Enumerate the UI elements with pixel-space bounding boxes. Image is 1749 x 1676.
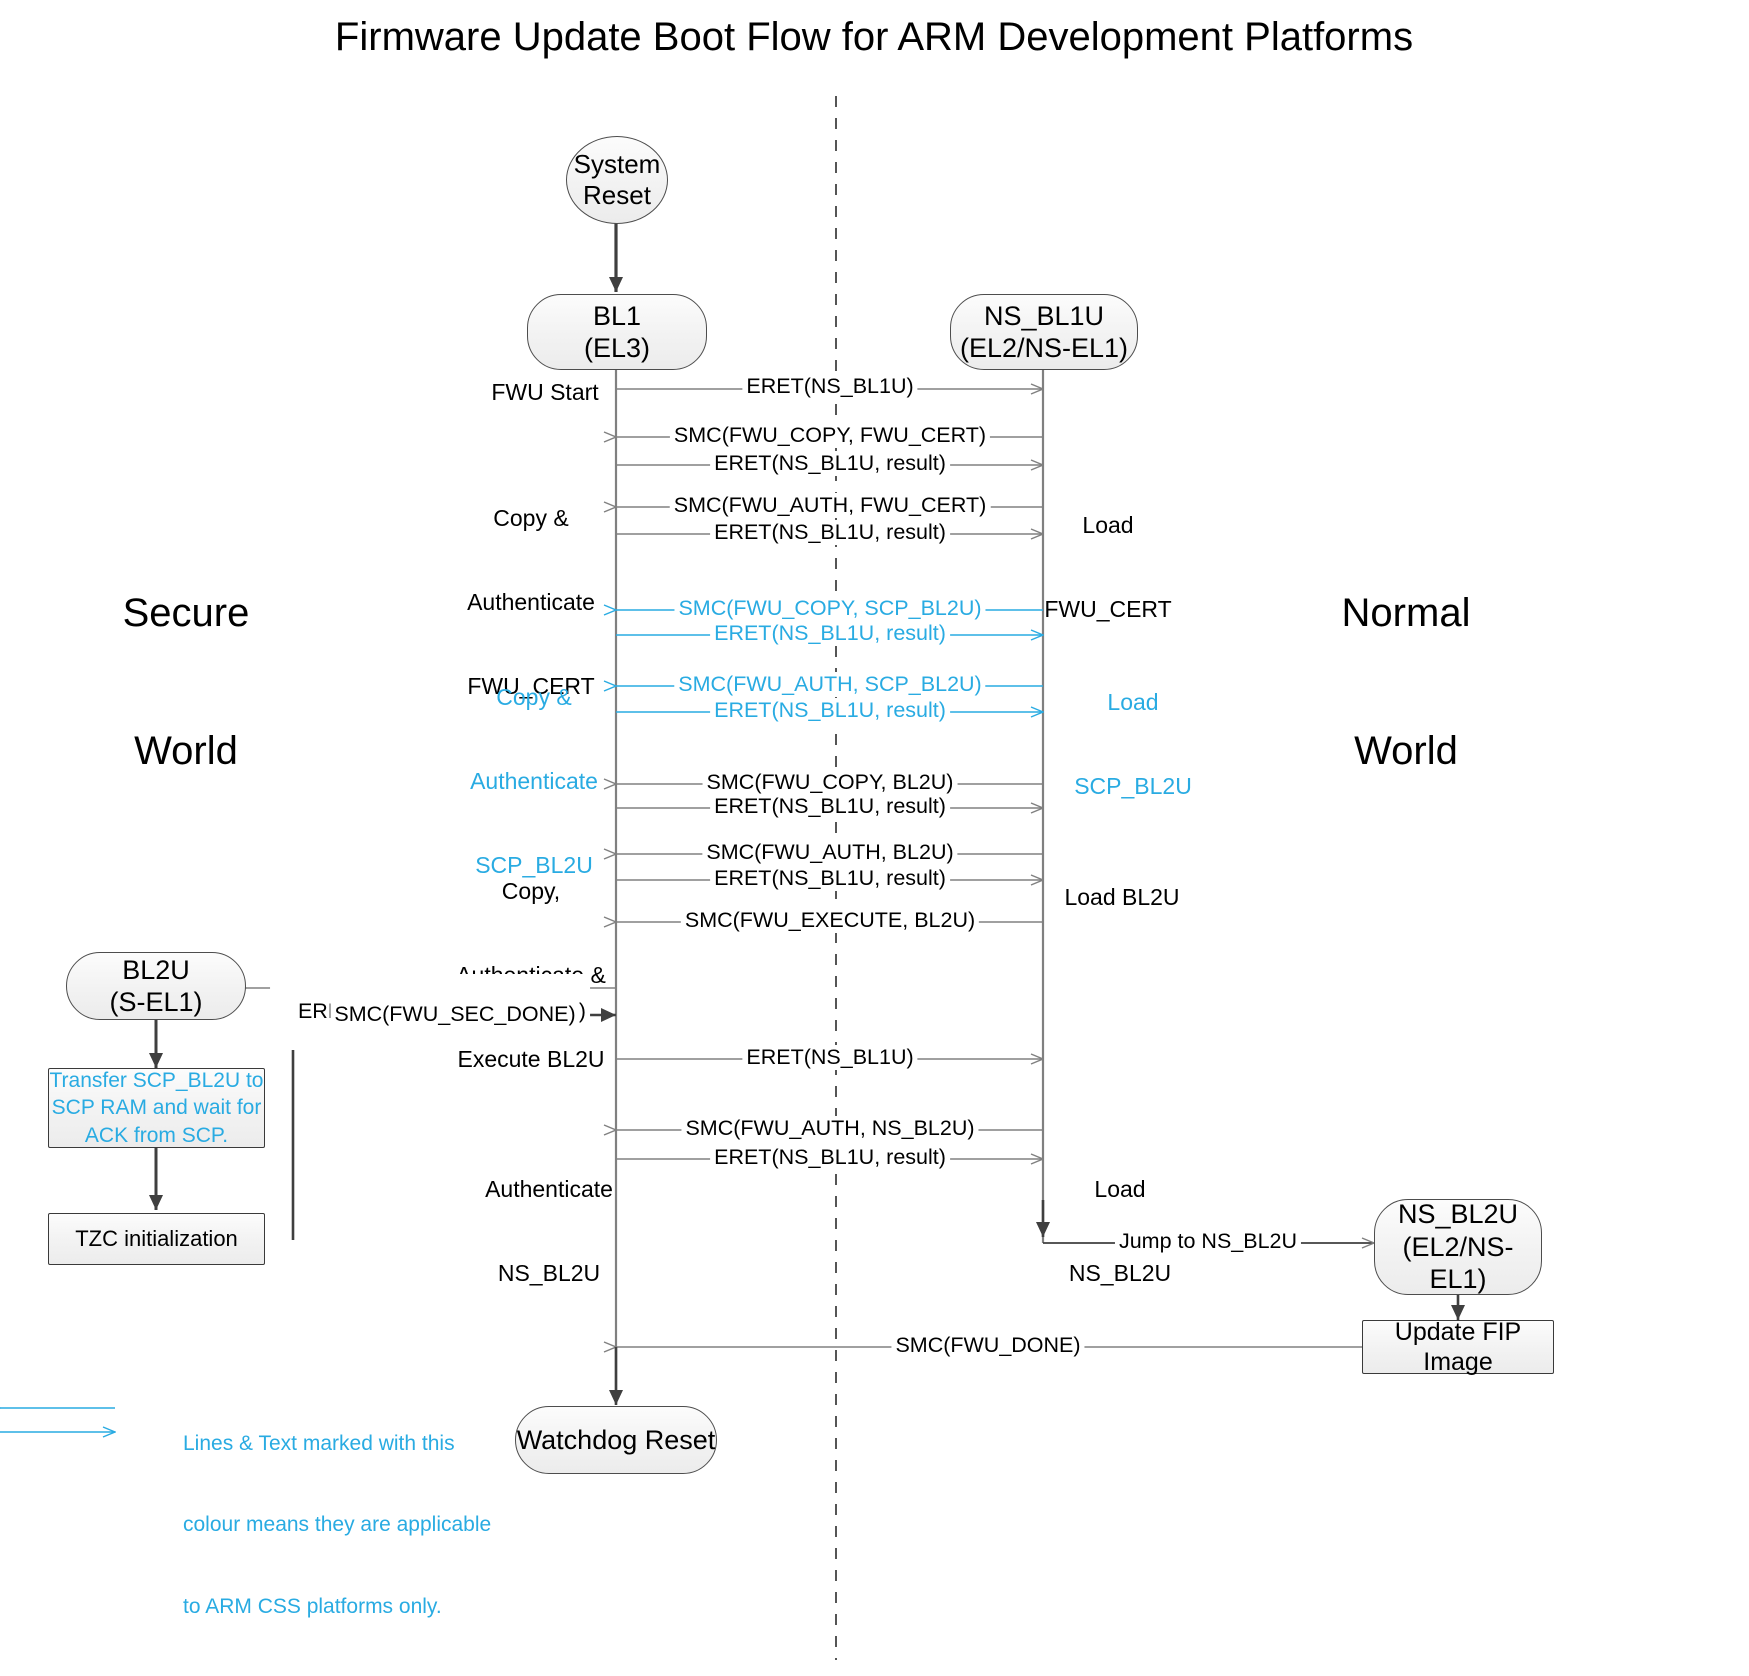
ansb-l1: Authenticate <box>485 1176 613 1203</box>
msg-m7: ERET(NS_BL1U, result) <box>710 621 950 647</box>
bl1-line2: (EL3) <box>583 333 651 363</box>
casb-l3: SCP_BL2U <box>475 852 593 879</box>
cafc-l2: Authenticate <box>467 589 595 616</box>
msg-m19: ERET(NS_BL1U, result) <box>710 1145 950 1171</box>
bl1-line1: BL1 <box>592 300 642 331</box>
watchdog-label: Watchdog Reset <box>516 1424 716 1455</box>
node-bl2u[interactable]: BL2U (S-EL1) <box>66 952 246 1020</box>
ns-bl2u-line2: (EL2/NS-EL1) <box>1402 1231 1514 1295</box>
msg-m8: SMC(FWU_AUTH, SCP_BL2U) <box>674 672 986 698</box>
msg-m1: ERET(NS_BL1U) <box>742 374 918 400</box>
node-ns-bl1u[interactable]: NS_BL1U (EL2/NS-EL1) <box>950 294 1138 370</box>
msg-m6: SMC(FWU_COPY, SCP_BL2U) <box>674 596 986 622</box>
msg-m3: ERET(NS_BL1U, result) <box>710 451 950 477</box>
label-load-ns-bl2u: Load NS_BL2U <box>1069 1119 1171 1343</box>
page-title: Firmware Update Boot Flow for ARM Develo… <box>334 15 1414 59</box>
secure-world-line2: World <box>134 729 238 773</box>
node-watchdog-reset[interactable]: Watchdog Reset <box>515 1406 717 1474</box>
msg-m5: ERET(NS_BL1U, result) <box>710 520 950 546</box>
ns-bl1u-line2: (EL2/NS-EL1) <box>959 333 1129 363</box>
transfer-box-line2: SCP RAM and wait for <box>51 1096 262 1120</box>
msg-m4: SMC(FWU_AUTH, FWU_CERT) <box>669 493 991 519</box>
msg-smc-fwu-done: SMC(FWU_DONE) <box>891 1333 1085 1359</box>
legend-line1: Lines & Text marked with this <box>183 1431 455 1455</box>
system-reset-line2: Reset <box>583 180 651 210</box>
node-bl1[interactable]: BL1 (EL3) <box>527 294 707 370</box>
msg-m2: SMC(FWU_COPY, FWU_CERT) <box>669 423 991 449</box>
msg-m12: SMC(FWU_AUTH, BL2U) <box>702 840 958 866</box>
transfer-box-line3: ACK from SCP. <box>84 1123 229 1147</box>
transfer-box-line1: Transfer SCP_BL2U to <box>49 1069 264 1093</box>
system-reset-line1: System <box>573 148 661 179</box>
ns-bl1u-line1: NS_BL1U <box>983 300 1105 331</box>
ansb-l2: NS_BL2U <box>497 1260 601 1287</box>
label-load-scp-bl2u: Load SCP_BL2U <box>1074 632 1192 856</box>
msg-jump-to-ns-bl2u: Jump to NS_BL2U <box>1114 1229 1302 1255</box>
secure-world-line1: Secure <box>122 591 250 635</box>
bl2u-line2: (S-EL1) <box>109 987 203 1017</box>
msg-m14: SMC(FWU_EXECUTE, BL2U) <box>680 908 980 934</box>
node-transfer-scp-bl2u-box: Transfer SCP_BL2U to SCP RAM and wait fo… <box>48 1068 265 1148</box>
normal-world-line1: Normal <box>1341 591 1471 635</box>
casb-l2: Authenticate <box>470 768 598 795</box>
lfc-l2: FWU_CERT <box>1044 596 1172 623</box>
normal-world-label: Normal World <box>1342 498 1471 866</box>
msg-smc-fwu-sec-done: SMC(FWU_SEC_DONE) <box>330 1002 580 1028</box>
node-tzc-initialization: TZC initialization <box>48 1213 265 1265</box>
node-update-fip-image: Update FIP Image <box>1362 1318 1554 1376</box>
lnb-l1: Load <box>1094 1176 1146 1203</box>
caeb-l3: Execute BL2U <box>457 1046 605 1073</box>
ns-bl2u-line1: NS_BL2U <box>1397 1199 1519 1230</box>
legend-line2: colour means they are applicable <box>183 1513 492 1537</box>
legend-line3: to ARM CSS platforms only. <box>183 1595 442 1619</box>
update-fip-label: Update FIP Image <box>1394 1318 1522 1376</box>
label-copy-auth-fwu-cert: Copy & Authenticate FWU_CERT <box>467 448 595 757</box>
msg-m13: ERET(NS_BL1U, result) <box>710 866 950 892</box>
msg-m9: ERET(NS_BL1U, result) <box>710 698 950 724</box>
msg-m10: SMC(FWU_COPY, BL2U) <box>702 770 958 796</box>
lfc-l1: Load <box>1082 512 1134 539</box>
eret-bl2u-suffix: ) <box>578 999 586 1024</box>
msg-m11: ERET(NS_BL1U, result) <box>710 794 950 820</box>
normal-world-line2: World <box>1354 729 1458 773</box>
cafc-l1: Copy & <box>493 505 569 532</box>
lnb-l2: NS_BL2U <box>1068 1260 1172 1287</box>
label-fwu-start: FWU Start <box>491 379 599 405</box>
cafc-l3: FWU_CERT <box>467 673 595 700</box>
bl2u-line1: BL2U <box>122 954 190 985</box>
msg-m17: ERET(NS_BL1U) <box>742 1045 918 1071</box>
legend-text: Lines & Text marked with this colour mea… <box>183 1375 492 1675</box>
lsb-l1: Load <box>1107 689 1159 716</box>
node-ns-bl2u[interactable]: NS_BL2U (EL2/NS-EL1) <box>1374 1199 1542 1295</box>
node-system-reset[interactable]: System Reset <box>566 136 668 224</box>
label-authenticate-ns-bl2u: Authenticate NS_BL2U <box>485 1119 613 1343</box>
caeb-l1: Copy, <box>501 878 561 905</box>
label-load-fwu-cert: Load FWU_CERT <box>1044 455 1171 679</box>
casb-l1: Copy & <box>496 684 572 711</box>
lsb-l2: SCP_BL2U <box>1074 773 1192 800</box>
secure-world-label: Secure World <box>123 498 250 866</box>
label-copy-auth-scp-bl2u: Copy & Authenticate SCP_BL2U <box>470 627 598 936</box>
msg-m18: SMC(FWU_AUTH, NS_BL2U) <box>681 1116 979 1142</box>
tzc-label: TZC initialization <box>75 1225 238 1251</box>
label-load-bl2u: Load BL2U <box>1064 827 1179 967</box>
lb-l1: Load BL2U <box>1064 884 1180 911</box>
